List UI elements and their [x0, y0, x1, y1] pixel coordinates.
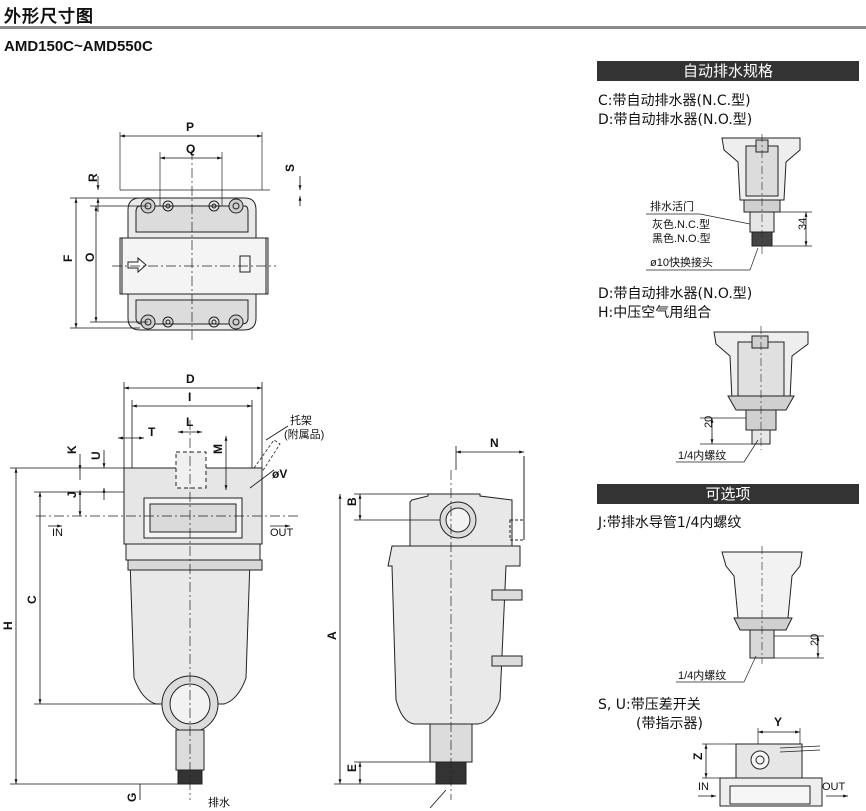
- dim-d: D: [186, 372, 195, 386]
- black-no-label: 黑色.N.O.型: [652, 231, 711, 245]
- bracket-sub-label: (附属品): [284, 427, 324, 441]
- model-range: AMD150C~AMD550C: [4, 38, 153, 55]
- dim-l: L: [186, 415, 193, 429]
- su-type-label: S, U:带压差开关: [598, 697, 701, 713]
- top-view-dims: [70, 134, 302, 329]
- dim-p: P: [186, 120, 194, 134]
- su-out-label: OUT: [822, 781, 846, 793]
- dim-t: T: [148, 425, 156, 439]
- d-type-label: D:带自动排水器(N.O.型): [598, 112, 753, 128]
- side-view-dims: [334, 446, 524, 809]
- dim-f: F: [61, 255, 75, 262]
- front-in-label: IN: [52, 527, 63, 539]
- gray-nc-label: 灰色.N.C.型: [652, 217, 710, 231]
- dim-g: G: [125, 793, 139, 802]
- dim-c: C: [25, 595, 39, 604]
- dim-34: 34: [797, 218, 809, 230]
- front-view: [36, 420, 300, 800]
- thread-label-h: 1/4内螺纹: [678, 448, 726, 462]
- dim-y: Y: [774, 715, 782, 729]
- c-type-label: C:带自动排水器(N.C.型): [598, 93, 751, 109]
- side-view: [387, 456, 525, 800]
- dim-k: K: [65, 445, 79, 454]
- thread-label-j: 1/4内螺纹: [678, 668, 726, 682]
- dim-u: U: [89, 451, 103, 460]
- top-view: [112, 132, 276, 340]
- dim-m: M: [211, 444, 225, 454]
- auto-drain-heading: 自动排水规格: [597, 61, 859, 81]
- dim-v: øV: [272, 467, 287, 481]
- dim-q: Q: [186, 142, 195, 156]
- d-type-label-2: D:带自动排水器(N.O.型): [598, 286, 753, 302]
- option-j-figure: [676, 546, 824, 683]
- drain-label: 排水: [208, 795, 230, 809]
- option-su-figure: [698, 728, 848, 807]
- auto-drain-c-d-figure: [646, 134, 812, 271]
- fitting-label: ø10快换接头: [650, 255, 713, 269]
- dim-j: J: [65, 491, 79, 498]
- page-title: 外形尺寸图: [4, 7, 94, 27]
- dim-s: S: [283, 164, 297, 172]
- dim-20-h: 20: [703, 416, 715, 428]
- auto-drain-h-figure: [676, 326, 809, 463]
- dim-h: H: [1, 621, 15, 630]
- bracket-label: 托架: [290, 413, 312, 427]
- options-heading: 可选项: [597, 484, 859, 504]
- dim-z: Z: [691, 753, 705, 760]
- dim-e: E: [345, 764, 359, 772]
- dim-b: B: [345, 497, 359, 506]
- front-view-dims: [10, 382, 289, 800]
- j-type-label: J:带排水导管1/4内螺纹: [598, 515, 742, 531]
- front-out-label: OUT: [270, 527, 294, 539]
- title-divider: [0, 26, 866, 29]
- su-in-label: IN: [698, 781, 709, 793]
- dim-o: O: [83, 253, 97, 262]
- dim-a: A: [325, 631, 339, 640]
- drain-cock-label: 排水活门: [650, 199, 694, 213]
- dim-r: R: [86, 173, 100, 182]
- dim-i: I: [188, 390, 191, 404]
- h-type-label: H:中压空气用组合: [598, 305, 712, 321]
- su-sub-label: (带指示器): [636, 716, 703, 732]
- dim-n: N: [490, 436, 499, 450]
- dim-20-j: 20: [809, 634, 821, 646]
